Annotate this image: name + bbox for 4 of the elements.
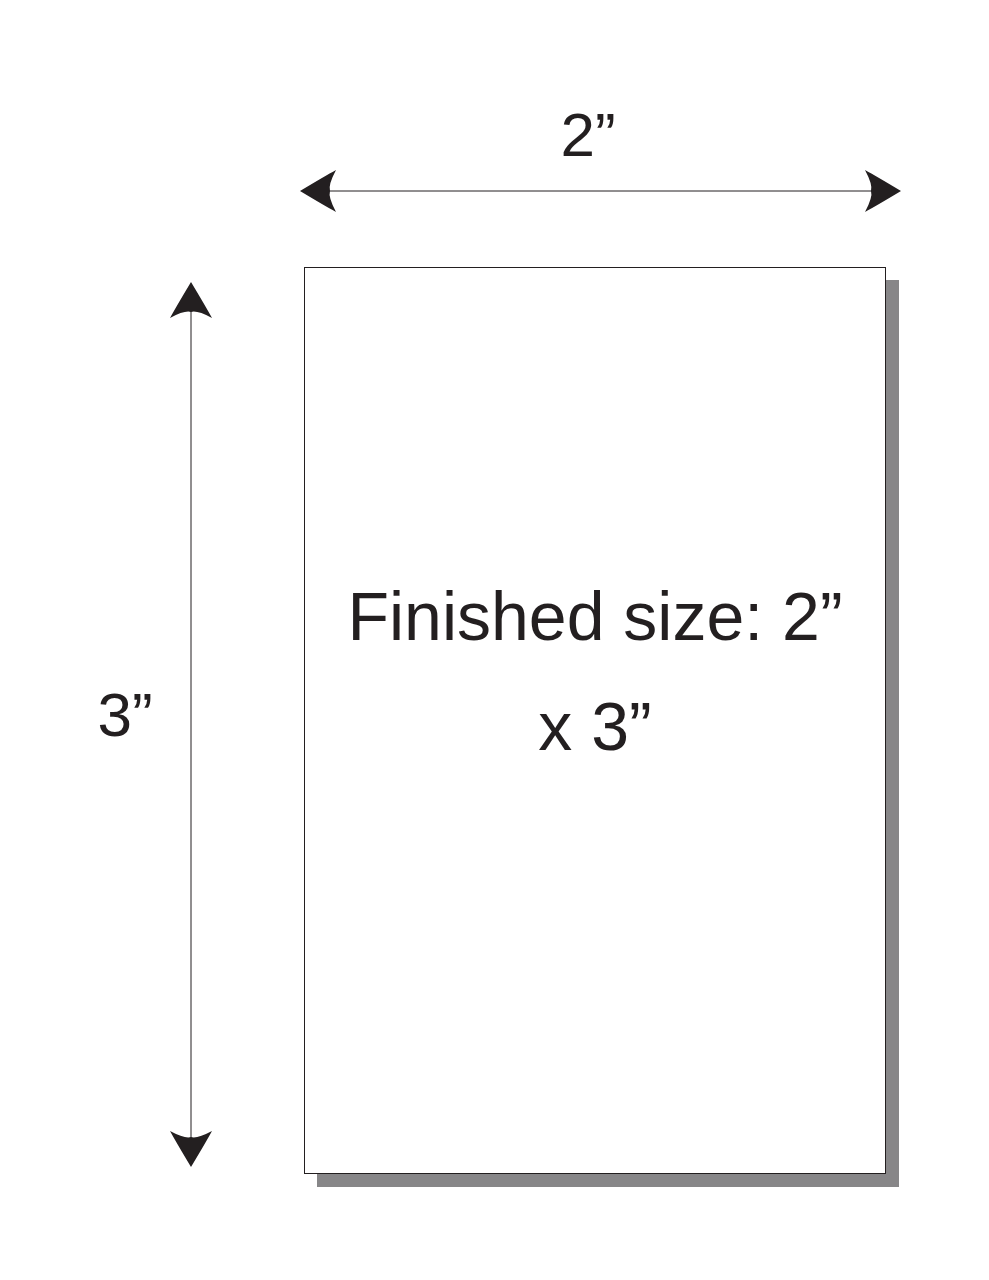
card-outline bbox=[304, 267, 886, 1174]
dimension-label: 3” bbox=[97, 684, 153, 746]
dimension-label: 2” bbox=[560, 104, 616, 166]
size-text: Finished size: 2” x 3” bbox=[346, 576, 844, 766]
